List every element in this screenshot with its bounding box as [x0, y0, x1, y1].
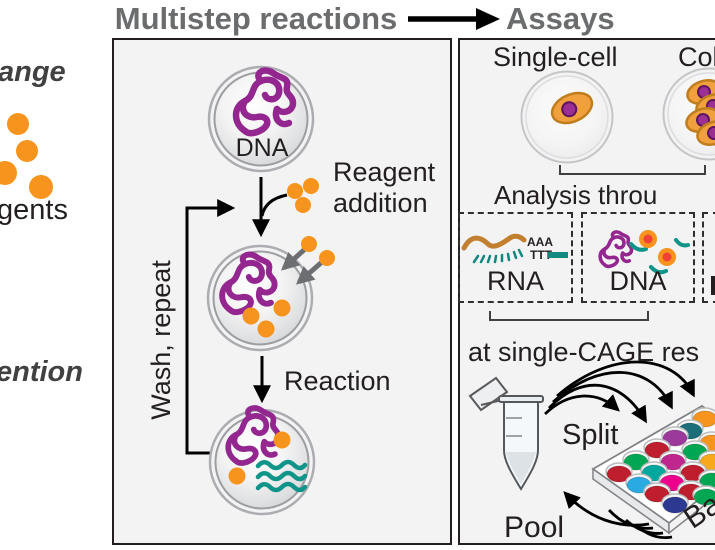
- rna-analyte-box: [458, 212, 573, 303]
- wash-repeat-label: Wash, repeat: [145, 260, 176, 420]
- resolution-fragment-label: at single-CAGE res: [468, 337, 700, 367]
- reaction-label: Reaction: [284, 366, 391, 396]
- pool-label: Pool: [504, 511, 565, 544]
- single-cell-label: Single-cell: [493, 42, 618, 72]
- reagent-addition-label-line2: addition: [333, 188, 428, 218]
- rna-box-label: RNA: [486, 266, 544, 296]
- header-arrow-icon: [408, 8, 500, 30]
- assays-title: Assays: [506, 1, 615, 36]
- exchange-fragment-label: ange: [0, 56, 66, 88]
- split-label: Split: [562, 419, 619, 451]
- analysis-fragment-label: Analysis throu: [494, 180, 658, 210]
- third-analyte-box: [702, 212, 715, 303]
- reagent-addition-label-line1: Reagent: [333, 157, 436, 187]
- retention-fragment-label: ention: [0, 356, 83, 388]
- dna-box-label: DNA: [609, 266, 667, 296]
- reagents-fragment-label: gents: [0, 194, 68, 226]
- colony-fragment-label: Col: [678, 42, 715, 72]
- dna-bead-label: DNA: [235, 134, 289, 162]
- multistep-reactions-title: Multistep reactions: [114, 1, 398, 36]
- dna-analyte-box: [581, 212, 695, 303]
